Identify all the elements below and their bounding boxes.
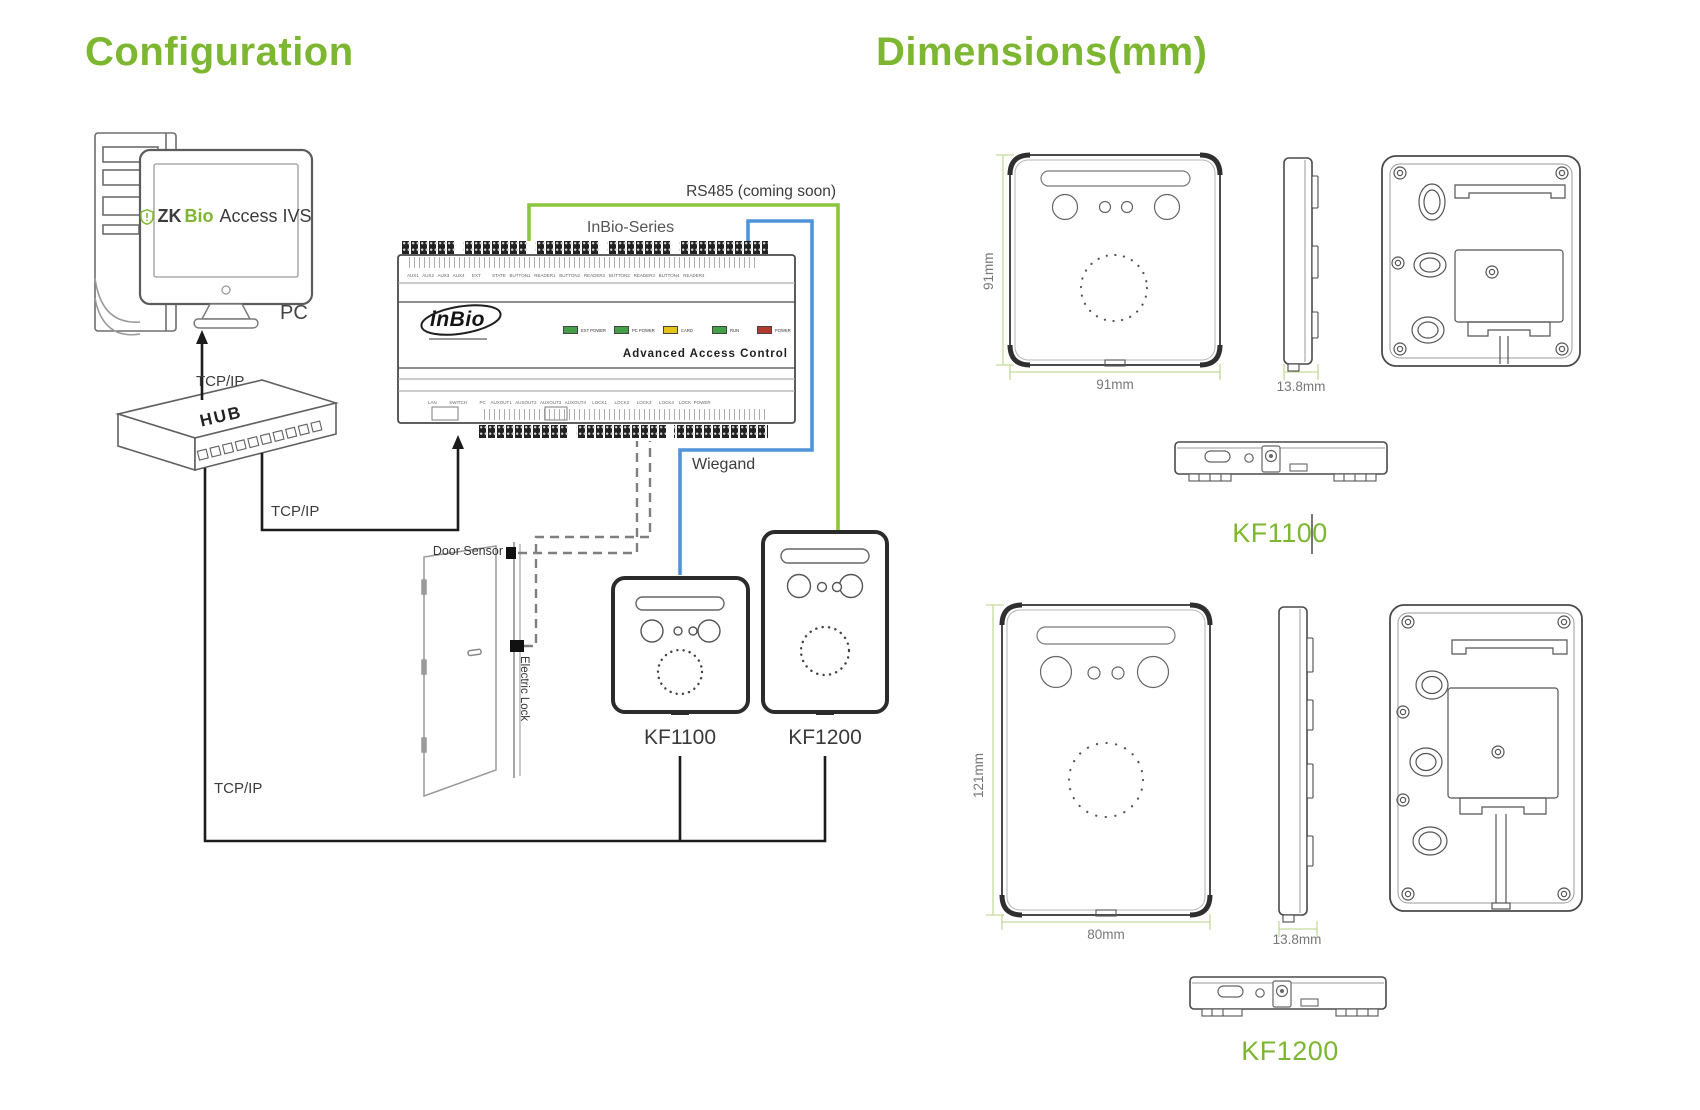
kf1100-width-dim: 91mm: [1096, 377, 1134, 392]
terminal-gap: [666, 425, 674, 438]
kf1100-back-view: [1381, 155, 1581, 367]
led-pc-power: PC POWER: [614, 326, 655, 334]
kf1100-device-icon: [611, 576, 750, 715]
kf1200-back-view: [1389, 604, 1583, 912]
kf1200-width-dim: 80mm: [1087, 927, 1125, 942]
kf1100-side-view: [1283, 157, 1319, 372]
led-chip: [757, 326, 772, 334]
kf1100-dimensions-label: KF1100: [1232, 518, 1328, 548]
led-label: POWER: [775, 327, 791, 333]
led-run: RUN: [712, 326, 739, 334]
door-sensor-icon: [506, 547, 516, 559]
electric-lock-label: Electric Lock: [518, 656, 530, 722]
kf1200-depth-dim: 13.8mm: [1272, 932, 1322, 947]
door-sensor-label: Door Sensor: [432, 544, 503, 558]
wiegand-line: [678, 219, 814, 575]
dimensions-title: Dimensions(mm): [876, 30, 1208, 74]
tcpip-label-readers: TCP/IP: [214, 780, 263, 797]
tcpip-label-pc: TCP/IP: [196, 373, 245, 390]
kf1100-depth-dim: 13.8mm: [1276, 379, 1326, 394]
monitor-icon: [138, 148, 314, 329]
dimension-lines: [986, 154, 1319, 937]
led-label: CARD: [681, 327, 693, 333]
led-power: POWER: [757, 326, 791, 334]
led-chip: [712, 326, 727, 334]
inbio-logo-text: inBio: [430, 308, 485, 331]
rs485-line: [527, 203, 840, 530]
inbio-series-label: InBio-Series: [586, 219, 675, 236]
kf1100-config-label: KF1100: [644, 726, 716, 749]
kf1200-side-view: [1278, 606, 1314, 923]
pc-label: PC: [280, 302, 308, 324]
tcpip-label-controller: TCP/IP: [271, 503, 320, 520]
hub-icon: [114, 379, 339, 472]
inbio-logo-swoosh: [420, 304, 502, 336]
config-title: Configuration: [85, 30, 354, 74]
kf1200-front-view: [999, 602, 1213, 918]
inbio-logo-tagline-rule: [429, 338, 487, 340]
led-chip: [563, 326, 578, 334]
led-chip: [663, 326, 678, 334]
logo-zk: ZK: [157, 206, 182, 226]
hub-ports: [196, 420, 323, 461]
kf1200-bottom-view: [1189, 976, 1387, 1017]
terminal-gap: [671, 241, 679, 254]
kf1100-height-dim: 91mm: [981, 252, 996, 290]
door-wiring-dashed: [518, 441, 652, 648]
controller-pins-top: [409, 257, 759, 268]
kf1200-config-label: KF1200: [788, 726, 862, 749]
kf1200-height-dim: 121mm: [971, 752, 986, 798]
led-chip: [614, 326, 629, 334]
terminal-gap: [455, 241, 463, 254]
wiegand-label: Wiegand: [692, 456, 756, 473]
led-ext-power: EXT POWER: [563, 326, 606, 334]
led-card: CARD: [663, 326, 693, 334]
controller-pins-bottom: [484, 409, 768, 420]
shield-icon: [140, 208, 155, 225]
kf1100-bottom-view: [1174, 441, 1388, 482]
advanced-access-control-label: Advanced Access Control: [622, 348, 788, 360]
logo-bio: Bio: [184, 206, 214, 226]
kf1200-device-icon: [761, 530, 889, 715]
logo-suffix: Access IVS: [219, 206, 312, 226]
led-label: PC POWER: [632, 327, 655, 333]
electric-lock-icon: [510, 640, 524, 652]
terminal-labels-top: AUX1 AUX2 AUX3 AUX4 EXT STATE BUTTON1 RE…: [407, 273, 705, 278]
led-label: EXT POWER: [581, 327, 607, 333]
terminal-gap: [527, 241, 535, 254]
led-label: RUN: [730, 327, 740, 333]
door-icon: [421, 542, 521, 798]
arrowheads: [196, 330, 464, 449]
network-lines: [200, 342, 827, 843]
kf1100-front-view: [1007, 152, 1223, 368]
rs485-label: RS485 (coming soon): [686, 183, 836, 200]
kf1200-dimensions-label: KF1200: [1241, 1036, 1339, 1066]
controller-terminal-strip-bottom: [479, 425, 768, 438]
terminal-labels-bottom: LAN SWITCH PC AUXOUT1 AUXOUT2 AUXOUT3 AU…: [428, 400, 711, 405]
terminal-gap: [568, 425, 576, 438]
controller-icon: [397, 254, 796, 424]
terminal-gap: [599, 241, 607, 254]
text-cursor-artifact: [1311, 514, 1313, 554]
